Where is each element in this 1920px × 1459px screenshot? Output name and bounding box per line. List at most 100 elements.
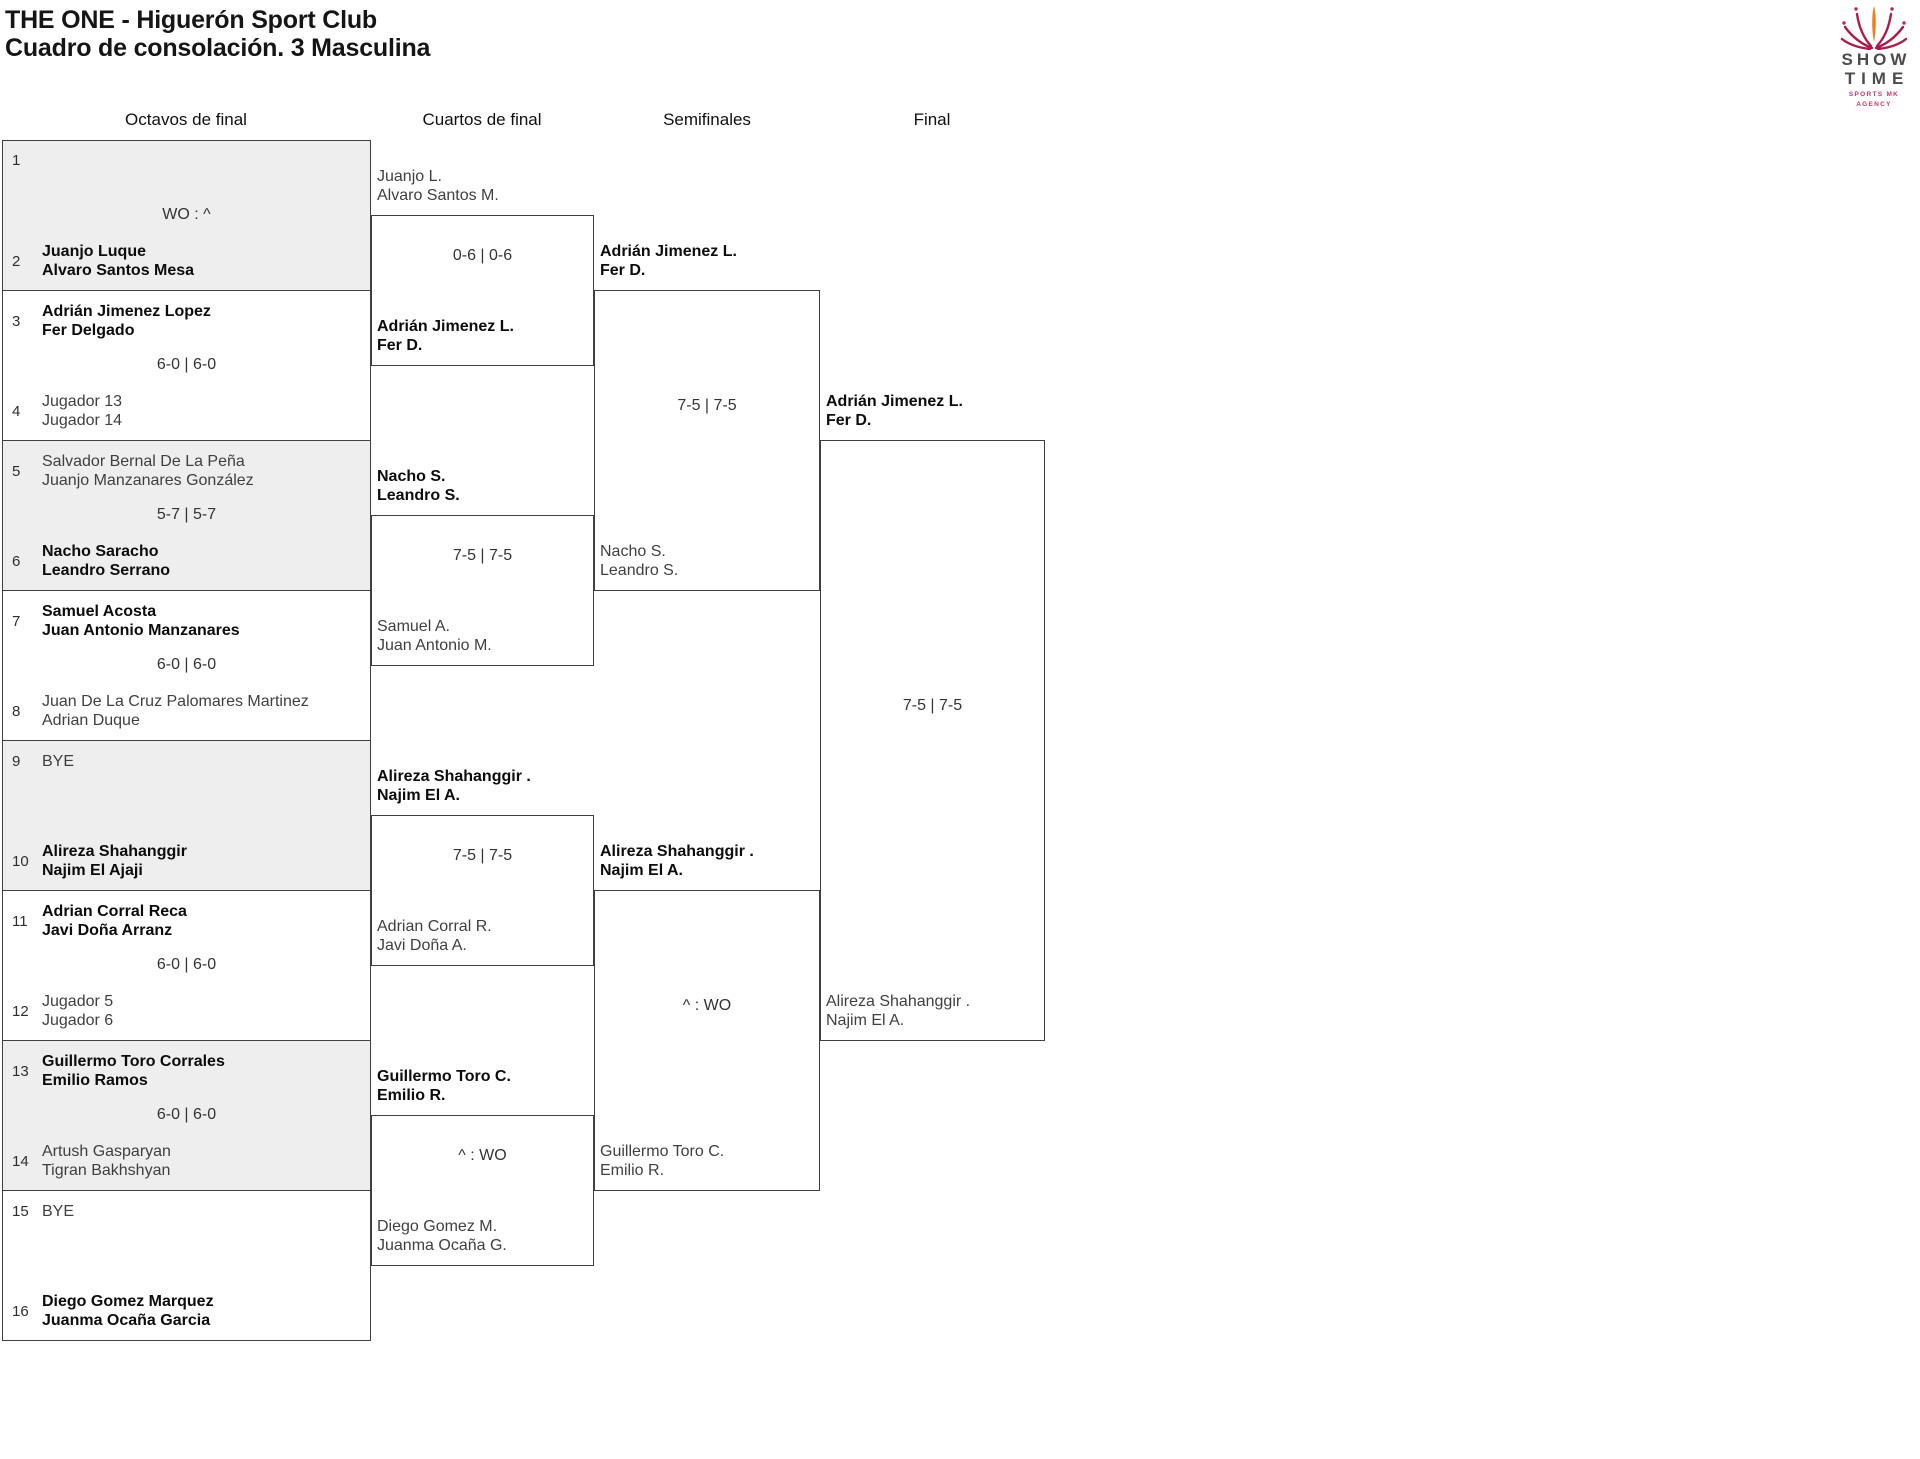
match-score: 6-0 | 6-0	[156, 956, 217, 973]
match-score: 7-5 | 7-5	[452, 546, 513, 564]
team-name-line: Adrián Jimenez Lopez	[42, 303, 211, 320]
match-score: ^ : WO	[682, 996, 732, 1014]
team-name-line: Nacho S.	[600, 543, 666, 560]
entrant-label: Alireza Shahanggir . Najim El A.	[600, 842, 754, 880]
flame-shape	[1872, 6, 1876, 42]
team-name-line: Alvaro Santos Mesa	[42, 262, 195, 279]
match-score: 7-5 | 7-5	[902, 696, 963, 714]
showtime-logo: SHOW TIME SPORTS MK AGENCY	[1834, 4, 1914, 110]
team-name-line: Adrian Corral Reca	[42, 903, 187, 920]
team-names: BYE	[42, 1202, 74, 1221]
team-name-line: Leandro S.	[600, 562, 679, 579]
match-score: 6-0 | 6-0	[156, 356, 217, 373]
team-name-line: Juanjo Manzanares González	[42, 472, 254, 489]
logo-word-show: SHOW	[1841, 50, 1911, 69]
firework-icon	[1840, 6, 1908, 50]
cuartos-match-box: 7-5 | 7-5	[371, 815, 594, 966]
seed-number: 1	[12, 152, 21, 169]
team-name-line: Salvador Bernal De La Peña	[42, 453, 245, 470]
seed-number: 13	[12, 1062, 29, 1080]
team-name-line: BYE	[42, 753, 75, 770]
seed-number: 14	[12, 1152, 29, 1170]
team-name-line: Leandro S.	[377, 487, 460, 504]
team-name-line: Fer Delgado	[42, 322, 135, 339]
team-name-line: Samuel Acosta	[42, 603, 157, 620]
round-header-semifinales: Semifinales	[663, 110, 751, 129]
entrant-label: Adrián Jimenez L.Fer D.	[377, 317, 514, 355]
semifinales-match-box: ^ : WO	[594, 890, 820, 1191]
team-name-line: Najim El A.	[826, 1012, 905, 1029]
seed-number: 3	[12, 312, 21, 330]
team-name-line: Juan De La Cruz Palomares Martinez	[42, 693, 309, 710]
team-name-line: Nacho S.	[377, 468, 446, 485]
seed-number: 10	[12, 852, 29, 870]
match-score: 7-5 | 7-5	[452, 846, 513, 864]
entrant-label: Diego Gomez M.Juanma Ocaña G.	[377, 1217, 507, 1255]
page-title: THE ONE - Higuerón Sport Club Cuadro de …	[5, 6, 430, 62]
team-name-line: Emilio R.	[377, 1087, 446, 1104]
cuartos-match-box: ^ : WO	[371, 1115, 594, 1266]
seed-number: 2	[12, 252, 21, 270]
team-name-line: Juan Antonio M.	[377, 637, 492, 654]
team-name-line: Juan Antonio Manzanares	[42, 622, 240, 639]
entrant-label: Juanjo L.Alvaro Santos M.	[377, 167, 499, 205]
team-name-line: Adrian Corral R.	[377, 918, 492, 935]
club-title: THE ONE - Higuerón Sport Club	[5, 6, 377, 34]
team-name-line: Fer D.	[600, 262, 646, 279]
team-name-line: Fer D.	[826, 412, 872, 429]
entrant-label: Guillermo Toro C.Emilio R.	[600, 1142, 724, 1180]
team-name-line: Alireza Shahanggir .	[600, 843, 754, 860]
team-name-line: Diego Gomez Marquez	[42, 1293, 214, 1310]
team-name-line: Samuel A.	[377, 618, 450, 635]
seed-number: 5	[12, 462, 21, 480]
seed-number: 8	[12, 702, 21, 720]
entrant-label: Samuel A. Juan Antonio M.	[377, 617, 492, 655]
round-header-cuartos: Cuartos de final	[422, 110, 542, 129]
seed-number: 11	[12, 912, 28, 930]
team-names: BYE	[42, 752, 74, 771]
team-name-line: Leandro Serrano	[42, 562, 171, 579]
match-score: WO : ^	[162, 206, 211, 223]
round-header-final: Final	[913, 110, 951, 129]
team-name-line: Najim El A.	[600, 862, 683, 879]
team-name-line: Tigran Bakhshyan	[42, 1162, 171, 1179]
team-name-line: BYE	[42, 1203, 75, 1220]
seed-number: 15	[12, 1203, 29, 1220]
entrant-label: Guillermo Toro C.Emilio R.	[377, 1067, 511, 1105]
team-name-line: Alireza Shahanggir .	[826, 993, 971, 1010]
team-name-line: Jugador 14	[42, 412, 123, 429]
team-name-line: Artush Gasparyan	[42, 1143, 171, 1160]
entrant-label: Nacho S. Leandro S.	[600, 542, 678, 580]
team-name-line: Juanma Ocaña Garcia	[42, 1312, 211, 1329]
seed-number: 9	[12, 753, 21, 770]
entrant-label: Alireza Shahanggir . Najim El A.	[826, 992, 970, 1030]
entrant-label: Nacho S. Leandro S.	[377, 467, 460, 505]
team-name-line: Emilio R.	[600, 1162, 665, 1179]
team-name-line: Najim El A.	[377, 787, 460, 804]
logo-tagline: SPORTS MK AGENCY	[1848, 91, 1900, 108]
seed-number: 12	[12, 1002, 29, 1020]
team-name-line: Javi Doña A.	[377, 937, 467, 954]
